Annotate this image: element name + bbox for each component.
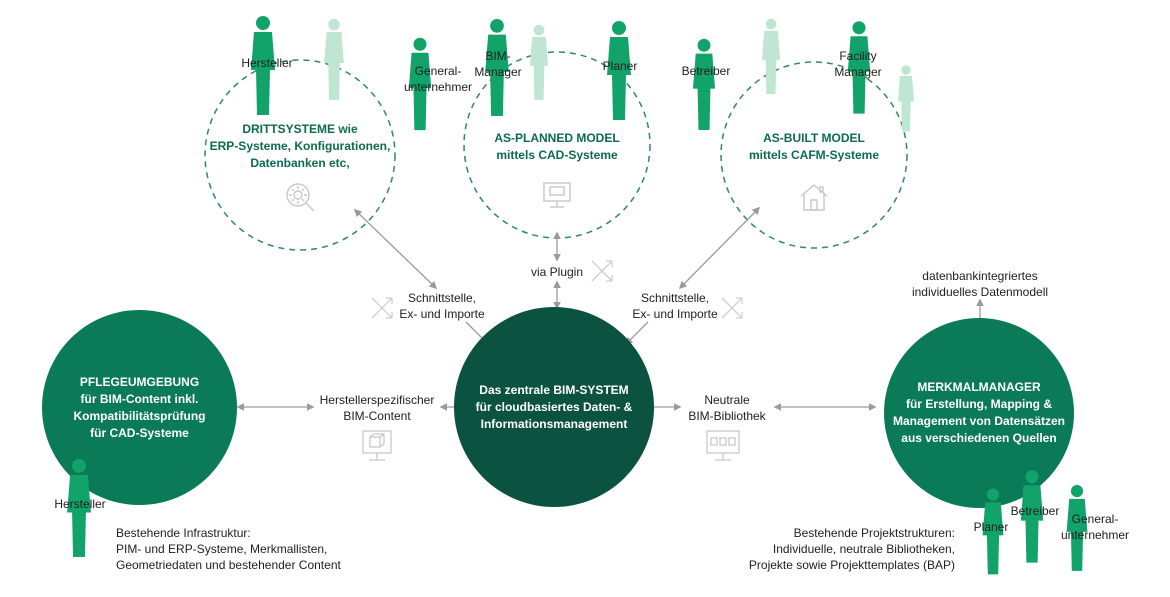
arrow-schnittstelle-to-center-right [624, 321, 649, 346]
computer-monitor-icon [543, 182, 571, 208]
pflegeumgebung-text: PFLEGEUMGEBUNG für BIM-Content inkl. Kom… [73, 374, 206, 440]
person-betreiber-icon [692, 38, 716, 130]
pflegeumgebung-circle: PFLEGEUMGEBUNG für BIM-Content inkl. Kom… [42, 310, 237, 505]
person-generalunternehmer-icon [408, 37, 432, 131]
role-facility-manager: Facility Manager [834, 49, 882, 79]
house-icon [800, 184, 828, 211]
person-planer-bottom-icon [982, 488, 1004, 575]
merkmalmanager-circle: MERKMALMANAGER für Erstellung, Mapping &… [884, 318, 1074, 508]
role-hersteller-bottom: Hersteller [54, 497, 106, 511]
gear-search-icon [286, 183, 315, 212]
role-planer-top: Planer [602, 59, 638, 73]
as-built-circle-outline [720, 61, 908, 249]
as-planned-text: AS-PLANNED MODEL mittels CAD-Systeme [494, 131, 620, 162]
role-planer-bottom: Planer [973, 520, 1009, 534]
central-bim-system-circle: Das zentrale BIM-SYSTEM für cloudbasiert… [454, 307, 654, 507]
person-light-icon [324, 18, 344, 100]
crossed-arrows-icon [591, 260, 613, 282]
drittsysteme-text: DRITTSYSTEME wie ERP-Systeme, Konfigurat… [209, 122, 391, 170]
herstellerspezifisch-label: Herstellerspezifischer BIM-Content [319, 393, 435, 423]
role-generalunternehmer-top: General- unternehmer [403, 64, 473, 94]
crossed-arrows-icon [721, 297, 743, 319]
monitor-library-icon [706, 430, 740, 461]
person-generalunternehmer-bottom-icon [1066, 485, 1088, 571]
person-hersteller-bottom-icon [67, 458, 91, 557]
central-bim-system-text: Das zentrale BIM-SYSTEM für cloudbasiert… [475, 382, 633, 431]
projektstrukturen-note: Bestehende Projektstrukturen: Individuel… [748, 526, 955, 572]
person-planer-icon [607, 21, 631, 120]
schnittstelle-left-label: Schnittstelle, Ex- und Importe [399, 291, 485, 321]
crossed-arrows-icon [371, 297, 393, 319]
role-bim-manager: BIM- Manager [474, 49, 522, 79]
person-bim-manager-icon [485, 18, 509, 116]
arrow-drittsysteme-to-schnittstelle [353, 208, 438, 290]
person-facility-manager-icon [847, 21, 871, 114]
person-hersteller-icon [251, 16, 275, 115]
role-hersteller-top: Hersteller [241, 56, 293, 70]
monitor-cube-icon [362, 430, 392, 461]
arrow-asbuilt-to-schnittstelle [678, 206, 761, 290]
schnittstelle-right-label: Schnittstelle, Ex- und Importe [632, 291, 718, 321]
neutrale-bibliothek-label: Neutrale BIM-Bibliothek [688, 393, 766, 423]
merkmalmanager-text: MERKMALMANAGER für Erstellung, Mapping &… [892, 380, 1066, 445]
via-plugin-label: via Plugin [530, 265, 584, 279]
drittsysteme-circle-outline [204, 59, 396, 251]
person-light-icon [761, 18, 781, 94]
person-betreiber-bottom-icon [1020, 470, 1044, 563]
person-light-icon [898, 65, 914, 132]
role-generalunternehmer-bottom: General- unternehmer [1060, 512, 1130, 542]
datenbank-label: datenbankintegriertes individuelles Date… [911, 269, 1049, 299]
person-light-icon [529, 24, 549, 100]
role-betreiber-bottom: Betreiber [1010, 504, 1060, 518]
infrastruktur-note: Bestehende Infrastruktur: PIM- und ERP-S… [116, 526, 341, 572]
role-betreiber-top: Betreiber [681, 64, 731, 78]
as-built-text: AS-BUILT MODEL mittels CAFM-Systeme [748, 131, 880, 162]
